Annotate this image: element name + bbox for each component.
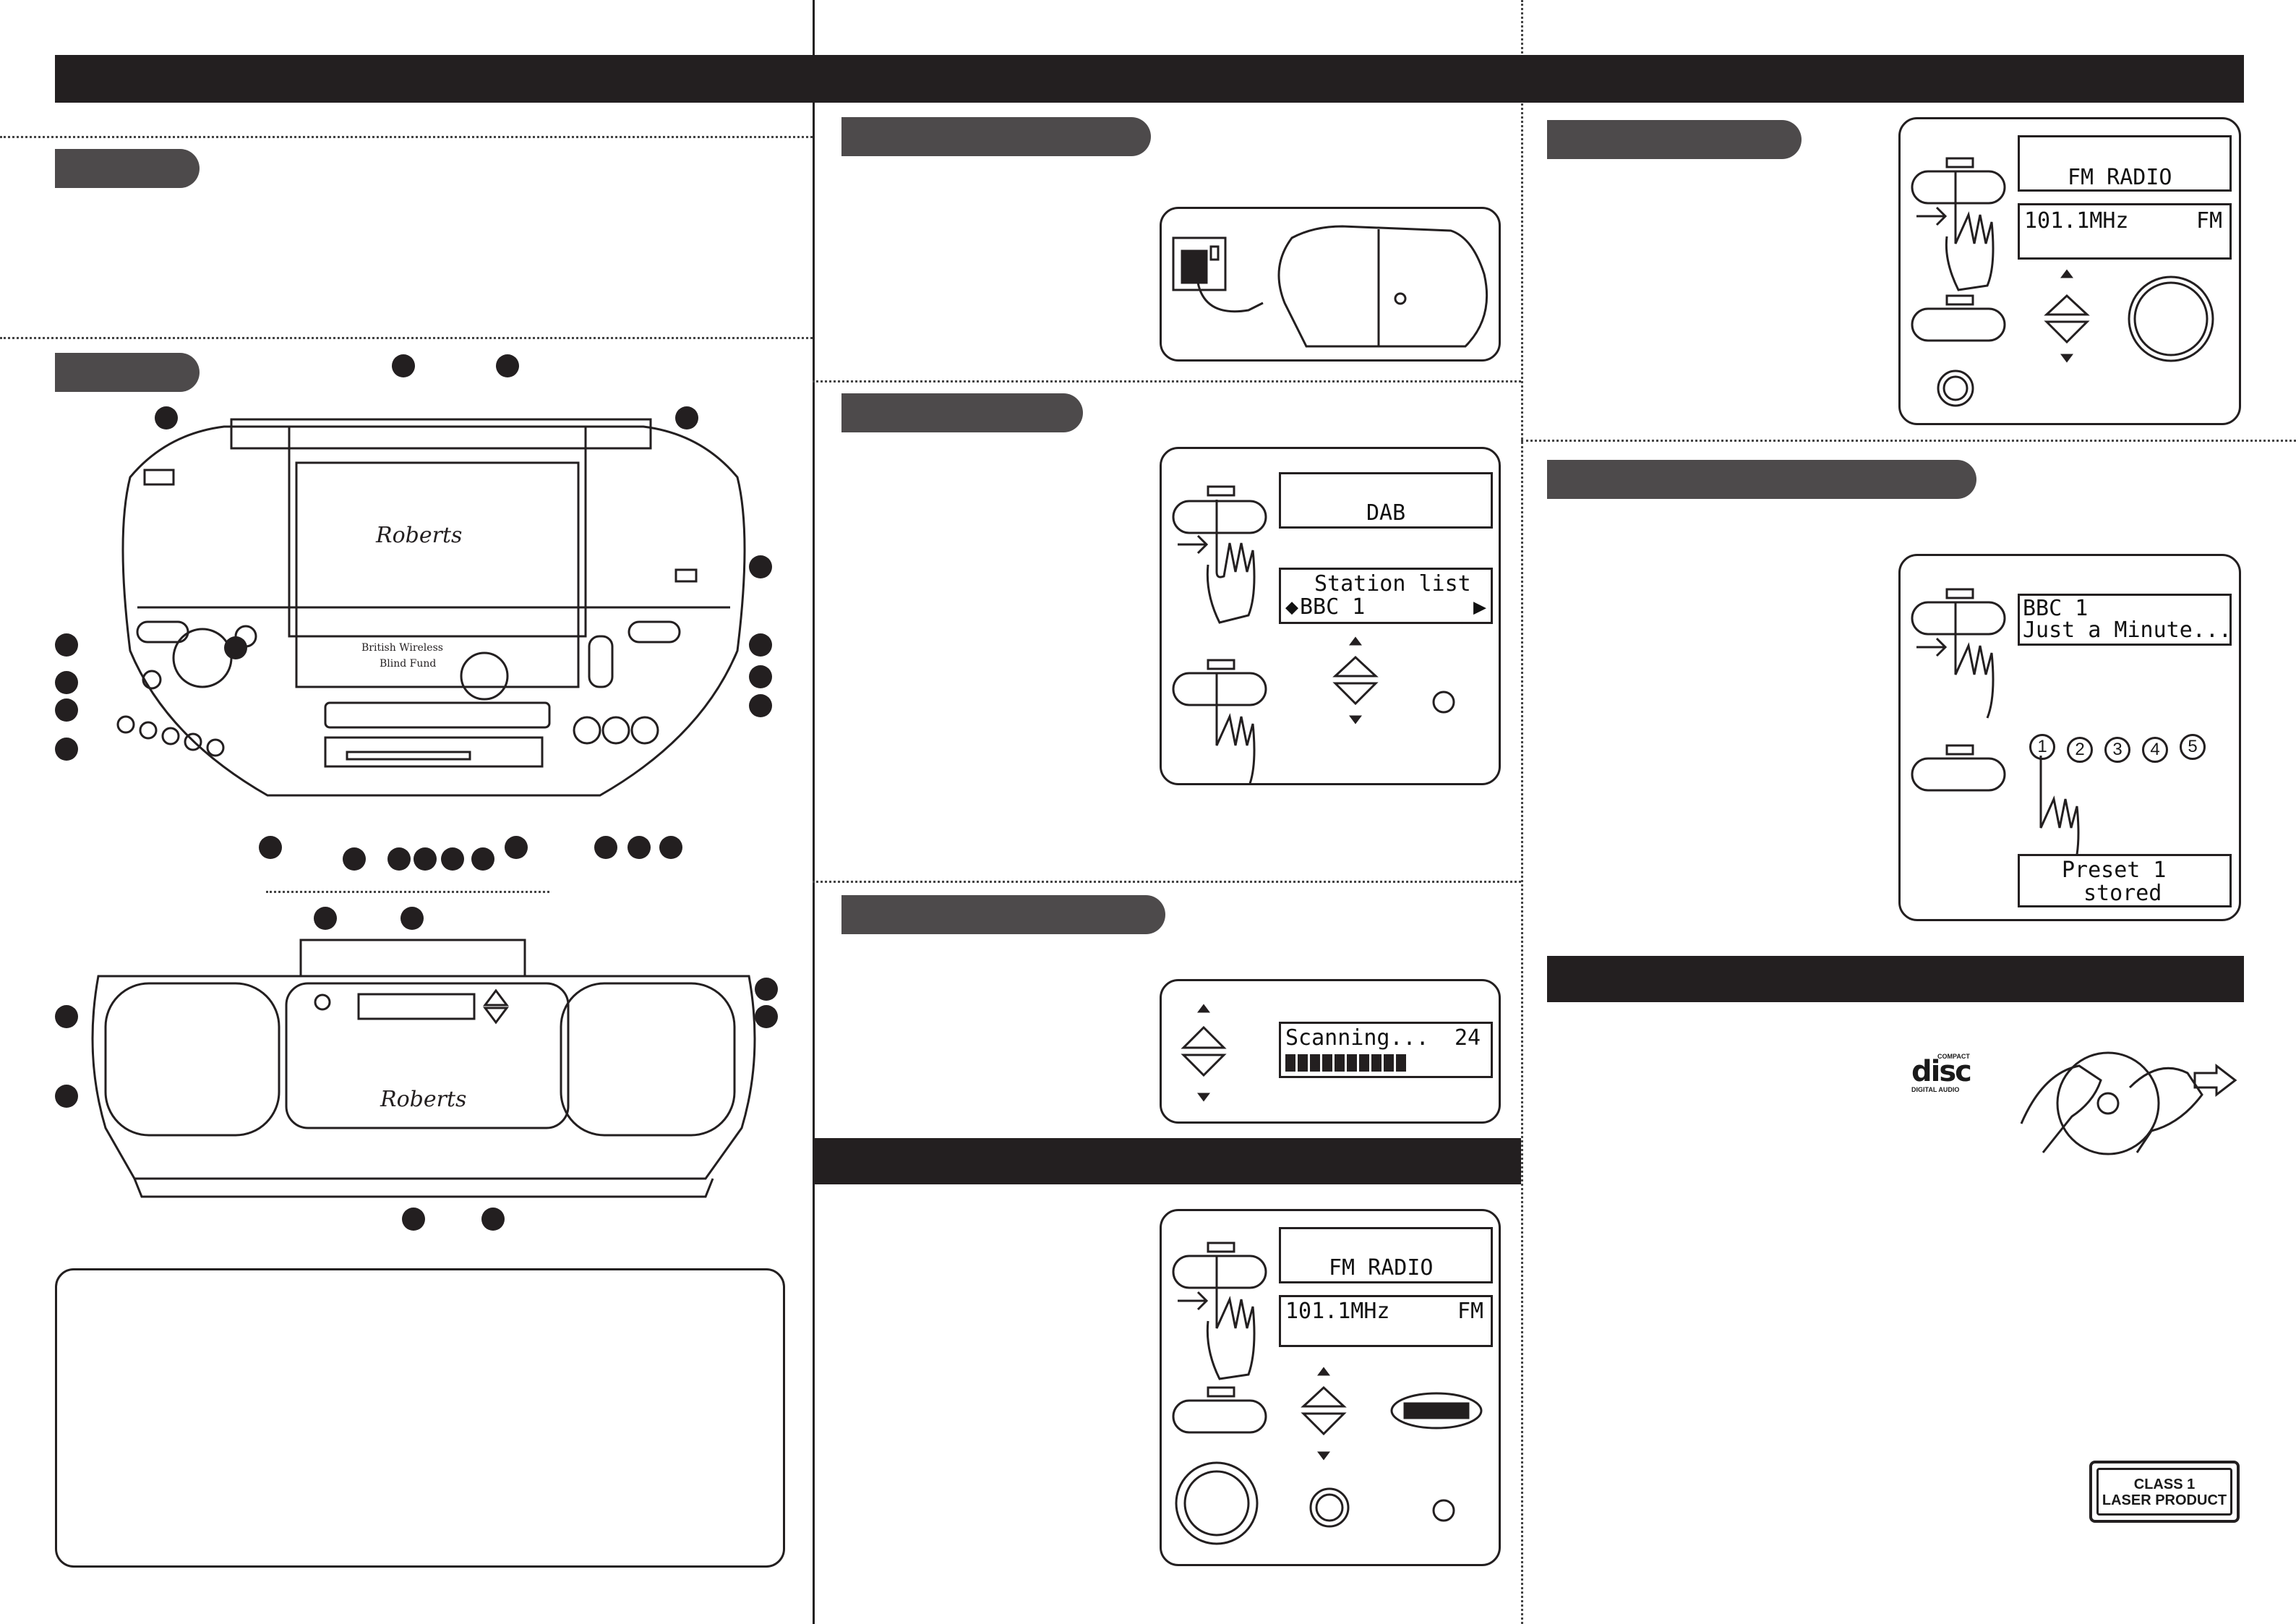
dab-controls-illustration xyxy=(1172,485,1455,783)
section-heading-pill xyxy=(55,353,200,392)
section-bar xyxy=(813,1138,1521,1184)
callout-marker xyxy=(505,836,528,859)
callout-marker xyxy=(343,847,366,871)
callout-marker xyxy=(387,847,411,871)
callout-marker xyxy=(55,1005,78,1028)
callout-marker xyxy=(392,354,415,377)
callout-marker xyxy=(402,1208,425,1231)
preset-stored-display: Preset 1 stored xyxy=(2018,854,2232,907)
separator xyxy=(813,380,1521,383)
callout-marker xyxy=(224,636,247,659)
callout-marker xyxy=(496,354,519,377)
class-1-laser-label: CLASS 1 LASER PRODUCT xyxy=(2089,1461,2240,1523)
svg-text:Roberts: Roberts xyxy=(380,1087,466,1112)
preset-button-3[interactable]: 3 xyxy=(2104,737,2130,763)
column-divider-right xyxy=(1521,0,1523,1624)
dab-display-station-list: Station list ◆ BBC 1 ▶ xyxy=(1279,568,1493,624)
fm-radio-panel: FM RADIO 101.1MHz FM xyxy=(1160,1209,1501,1566)
mains-power-panel xyxy=(1160,207,1501,362)
dab-display-top: DAB xyxy=(1279,472,1493,529)
scan-panel: Scanning... 24 xyxy=(1160,979,1501,1124)
callout-marker xyxy=(481,1208,505,1231)
callout-marker xyxy=(55,1085,78,1108)
callout-marker xyxy=(441,847,464,871)
section-heading-pill xyxy=(841,895,1165,934)
callout-marker xyxy=(414,847,437,871)
callout-marker xyxy=(55,671,78,694)
device-front-illustration: Roberts British Wireless Blind Fund xyxy=(116,418,746,797)
fm-right-controls-illustration xyxy=(1911,157,2214,407)
preset-store-panel: BBC 1 Just a Minute... 1 2 3 4 5 Preset … xyxy=(1898,554,2241,921)
compact-disc-logo: COMPACT disc DIGITAL AUDIO xyxy=(1911,1053,1972,1093)
svg-text:Blind Fund: Blind Fund xyxy=(380,658,436,670)
fm-display-top: FM RADIO xyxy=(1279,1227,1493,1283)
section-bar xyxy=(1547,956,2244,1002)
callout-marker xyxy=(259,836,282,859)
callout-marker xyxy=(55,698,78,722)
brand-logo: Roberts xyxy=(375,523,462,548)
callout-marker xyxy=(627,836,651,859)
preset-button-1[interactable]: 1 xyxy=(2029,734,2055,760)
callout-marker xyxy=(749,633,772,657)
callout-marker xyxy=(155,406,178,429)
callout-marker xyxy=(55,633,78,657)
fm-display-frequency: 101.1MHz FM xyxy=(1279,1295,1493,1347)
disc-handling-illustration xyxy=(2020,1051,2237,1155)
dab-station-panel: DAB Station list ◆ BBC 1 ▶ xyxy=(1160,447,1501,785)
section-heading-pill xyxy=(841,117,1151,156)
section-heading-pill xyxy=(55,149,200,188)
fm-right-display-frequency: 101.1MHz FM xyxy=(2018,203,2232,260)
section-heading-pill xyxy=(1547,460,1976,499)
separator xyxy=(1521,440,2296,442)
callout-marker xyxy=(755,978,778,1001)
section-heading-pill xyxy=(1547,120,1802,159)
section-heading-pill xyxy=(841,393,1083,432)
device-side-illustration: Roberts xyxy=(91,939,756,1198)
column-divider-left xyxy=(813,0,815,1624)
callout-marker xyxy=(749,555,772,578)
scan-display: Scanning... 24 xyxy=(1279,1022,1493,1078)
fm-right-display-top: FM RADIO xyxy=(2018,135,2232,192)
callout-marker xyxy=(755,1005,778,1028)
separator xyxy=(266,891,549,893)
preset-buttons: 1 2 3 4 5 xyxy=(2029,734,2239,766)
mains-plug-illustration xyxy=(1172,225,1488,348)
header-bar xyxy=(55,55,2244,103)
scan-progress-bar xyxy=(1285,1054,1406,1072)
scan-controls-illustration xyxy=(1181,1004,1227,1102)
callout-marker xyxy=(749,694,772,717)
callout-marker xyxy=(55,738,78,761)
preset-controls-illustration xyxy=(1911,588,2080,872)
callout-marker xyxy=(659,836,682,859)
preset-button-4[interactable]: 4 xyxy=(2142,737,2168,763)
fm-controls-illustration xyxy=(1172,1241,1483,1545)
svg-text:British Wireless: British Wireless xyxy=(361,642,443,654)
callout-marker xyxy=(400,907,424,930)
preset-button-2[interactable]: 2 xyxy=(2067,737,2093,763)
callout-marker xyxy=(594,836,617,859)
separator xyxy=(0,136,813,138)
callout-marker xyxy=(471,847,494,871)
callout-marker xyxy=(314,907,337,930)
callout-marker xyxy=(675,406,698,429)
separator xyxy=(813,881,1521,883)
info-box xyxy=(55,1268,785,1568)
preset-button-5[interactable]: 5 xyxy=(2180,734,2206,760)
preset-display-station: BBC 1 Just a Minute... xyxy=(2018,594,2232,646)
callout-marker xyxy=(749,665,772,688)
fm-radio-panel-right: FM RADIO 101.1MHz FM xyxy=(1898,117,2241,425)
separator xyxy=(0,337,813,339)
